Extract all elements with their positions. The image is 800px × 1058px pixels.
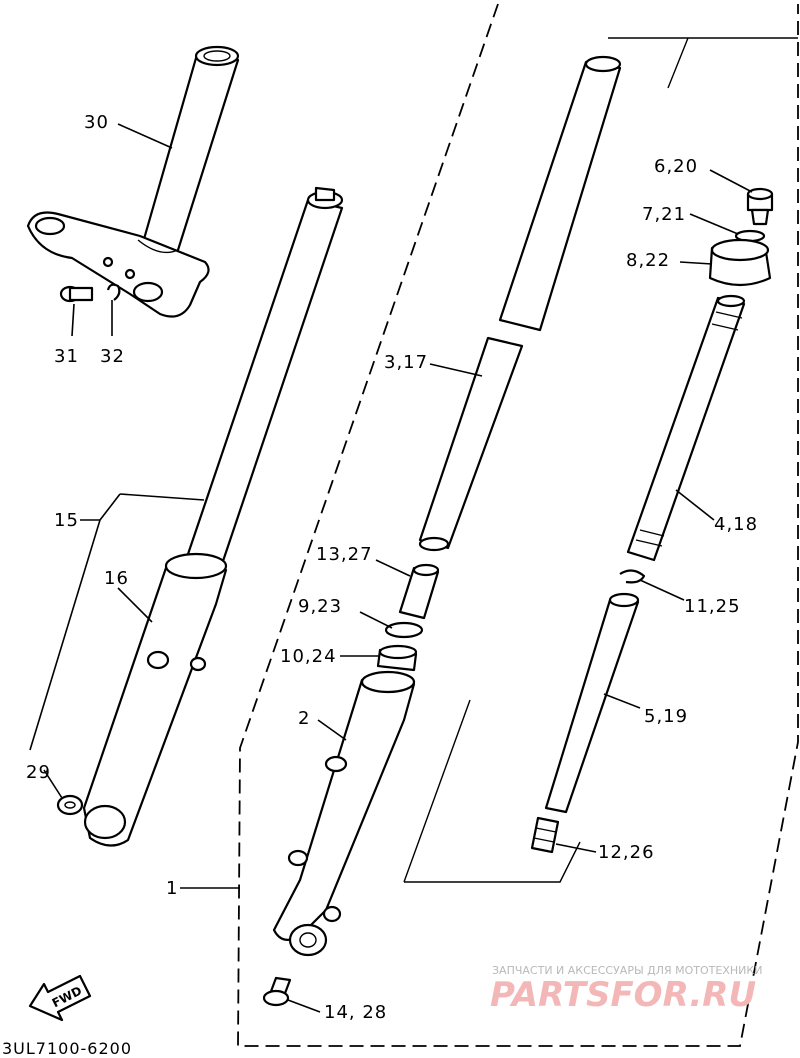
label-14-28: 14, 28 <box>324 1002 387 1023</box>
label-9-23: 9,23 <box>298 596 342 617</box>
watermark-brand: PARTSFOR.RU <box>490 975 756 1015</box>
lock-washer-32 <box>106 283 121 301</box>
washer-29 <box>56 794 84 816</box>
oil-seal-10-24 <box>376 644 418 672</box>
damper-rod-5-19 <box>544 592 640 814</box>
label-10-24: 10,24 <box>280 646 337 667</box>
leader-lines <box>29 123 753 1013</box>
bolt-14-28 <box>262 976 292 1007</box>
cap-bolt-6-20 <box>746 187 774 226</box>
label-12-26: 12,26 <box>598 842 655 863</box>
label-30: 30 <box>84 112 109 133</box>
inner-tube-3-17 <box>418 55 622 552</box>
internal-parts-outline <box>403 37 798 883</box>
cap-8-22 <box>708 238 772 287</box>
assembly-boundary <box>237 3 799 1047</box>
slide-bushing-13-27 <box>398 563 440 620</box>
label-16: 16 <box>104 568 129 589</box>
label-4-18: 4,18 <box>714 514 758 535</box>
label-15: 15 <box>54 510 79 531</box>
fork-spring-4-18 <box>626 294 746 562</box>
label-2: 2 <box>298 708 310 729</box>
clip-9-23 <box>384 621 424 639</box>
circlip-11-25 <box>619 569 646 584</box>
watermark-caption: ЗАПЧАСТИ И АКСЕССУАРЫ ДЛЯ МОТОТЕХНИКИ <box>492 964 762 977</box>
label-8-22: 8,22 <box>626 250 670 271</box>
bolt-31 <box>59 285 94 303</box>
under-bracket-stem <box>26 45 240 318</box>
label-32: 32 <box>100 346 125 367</box>
label-13-27: 13,27 <box>316 544 373 565</box>
label-7-21: 7,21 <box>642 204 686 225</box>
label-1: 1 <box>166 878 178 899</box>
label-5-19: 5,19 <box>644 706 688 727</box>
label-3-17: 3,17 <box>384 352 428 373</box>
diagram-code: 3UL7100-6200 <box>2 1039 132 1058</box>
label-31: 31 <box>54 346 79 367</box>
forward-arrow-icon: FWD <box>28 974 92 1022</box>
label-6-20: 6,20 <box>654 156 698 177</box>
label-29: 29 <box>26 762 51 783</box>
label-11-25: 11,25 <box>684 596 741 617</box>
outer-tube-2 <box>272 670 416 957</box>
rebound-spring-12-26 <box>530 816 560 854</box>
fork-outer-assembly-15 <box>82 186 344 847</box>
